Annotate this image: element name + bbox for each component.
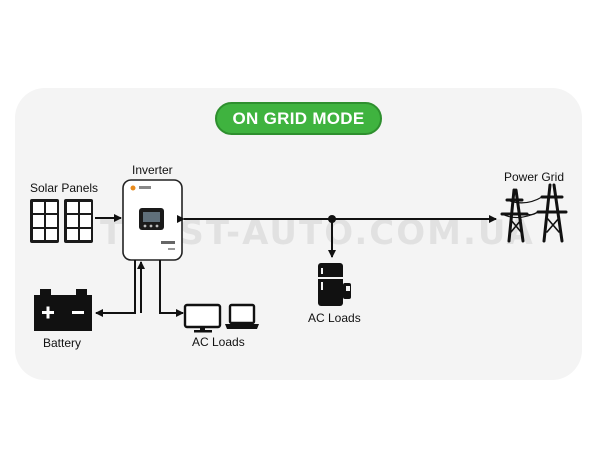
ac-loads-center-label: AC Loads bbox=[308, 311, 361, 325]
mode-badge: ON GRID MODE bbox=[215, 102, 382, 135]
computer-laptop-icon bbox=[183, 303, 259, 333]
solar-panel-icon bbox=[30, 199, 93, 243]
transmission-tower-icon bbox=[500, 183, 568, 243]
battery-icon bbox=[34, 289, 92, 331]
power-grid-label: Power Grid bbox=[504, 170, 565, 184]
inverter-label: Inverter bbox=[132, 163, 173, 177]
solar-panels-label: Solar Panels bbox=[30, 181, 99, 195]
fridge-icon bbox=[318, 263, 351, 306]
diagram-background bbox=[15, 88, 582, 380]
flow-arrows bbox=[95, 214, 497, 317]
ac-loads-left-label: AC Loads bbox=[192, 335, 245, 349]
battery-label: Battery bbox=[43, 336, 82, 350]
junction-node bbox=[328, 215, 336, 223]
inverter-icon bbox=[122, 179, 183, 261]
